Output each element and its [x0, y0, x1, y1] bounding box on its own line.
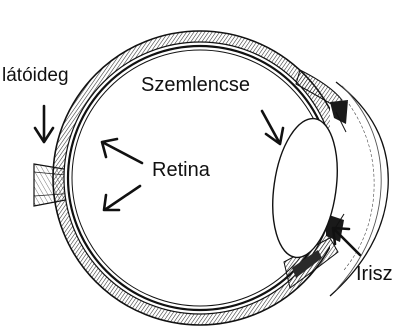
- retina-label: Retina: [152, 160, 210, 180]
- optic-nerve-label: látóideg: [2, 66, 69, 85]
- optic-nerve-arrow: [35, 106, 53, 142]
- lens-label: Szemlencse: [141, 75, 250, 95]
- iris-label: Irisz: [356, 264, 393, 284]
